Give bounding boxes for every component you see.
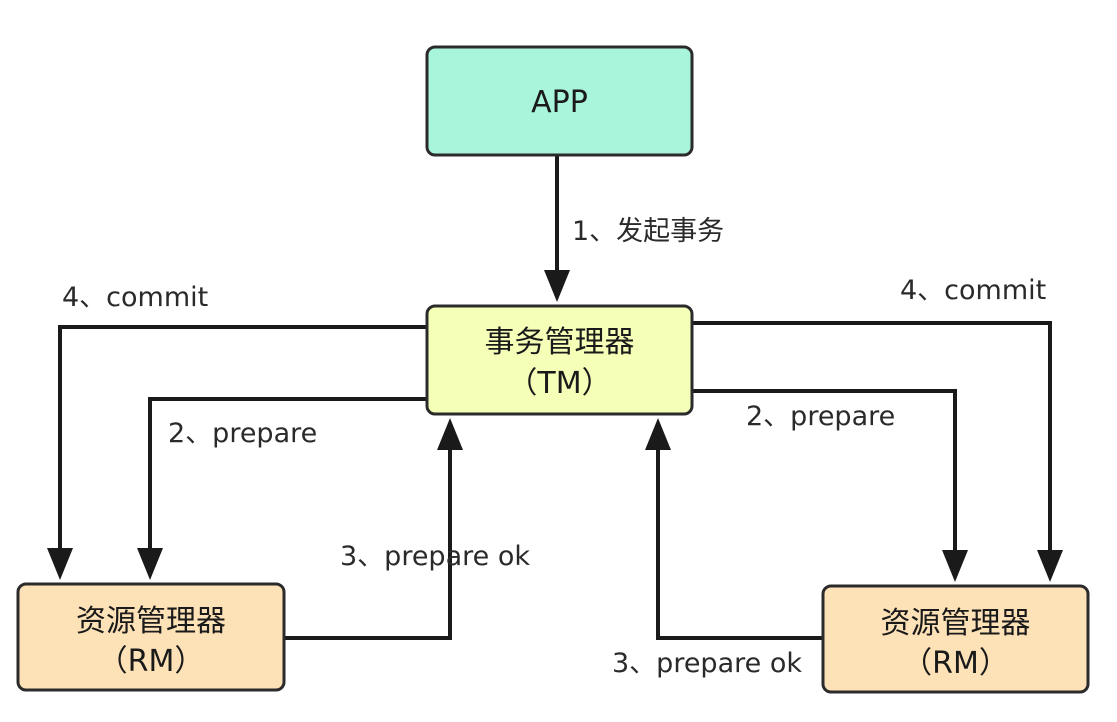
node-rm-right-box <box>821 584 1090 694</box>
node-rm-left-label-line1: 资源管理器 <box>76 604 226 639</box>
edge-prepare-left-arrowhead <box>137 548 163 580</box>
edge-prepare-ok-left-line <box>284 448 452 640</box>
node-tm-label-line1: 事务管理器 <box>485 325 635 360</box>
edge-commit-right-arrowhead <box>1037 550 1063 582</box>
node-tm-label-line2: （TM） <box>507 366 611 401</box>
edge-commit-left-label: 4、commit <box>62 282 208 313</box>
edge-commit-right-label: 4、commit <box>900 275 1046 306</box>
node-rm-left-box <box>16 582 286 692</box>
edge-prepare-right <box>692 389 968 582</box>
edge-prepare-ok-left <box>284 418 463 640</box>
edge-commit-right-line <box>692 321 1052 552</box>
edge-commit-left-arrowhead <box>47 548 73 580</box>
node-resource-manager-left: 资源管理器 （RM） <box>16 582 286 692</box>
node-app: APP <box>425 45 694 157</box>
edge-prepare-right-arrowhead <box>942 550 968 582</box>
node-rm-left-label-line2: （RM） <box>98 644 205 679</box>
edge-prepare-ok-left-label: 3、prepare ok <box>340 541 530 572</box>
node-resource-manager-right: 资源管理器 （RM） <box>821 584 1090 694</box>
edge-prepare-left-label: 2、prepare <box>168 418 317 449</box>
edge-prepare-ok-right-label: 3、prepare ok <box>612 648 802 679</box>
edge-prepare-right-label: 2、prepare <box>746 401 895 432</box>
edge-prepare-ok-right <box>645 418 823 640</box>
edge-commit-left-line <box>58 325 427 550</box>
node-rm-right-label-line1: 资源管理器 <box>881 606 1031 641</box>
edge-commit-right <box>692 321 1063 582</box>
edge-commit-left <box>47 325 427 580</box>
edge-start-label: 1、发起事务 <box>572 216 724 247</box>
edge-prepare-ok-right-arrowhead <box>645 418 671 450</box>
node-tm-box <box>425 304 694 416</box>
node-rm-right-label-line2: （RM） <box>902 646 1009 681</box>
edge-prepare-ok-right-line <box>656 448 823 640</box>
edge-prepare-left-line <box>148 397 427 550</box>
node-app-label: APP <box>531 85 588 120</box>
edge-prepare-ok-left-arrowhead <box>437 418 463 450</box>
edge-start-arrowhead <box>544 270 570 302</box>
edge-prepare-right-line <box>692 389 957 552</box>
node-app-box <box>425 45 694 157</box>
edge-prepare-left <box>137 397 427 580</box>
node-transaction-manager: 事务管理器 （TM） <box>425 304 694 416</box>
edge-start <box>544 156 570 302</box>
